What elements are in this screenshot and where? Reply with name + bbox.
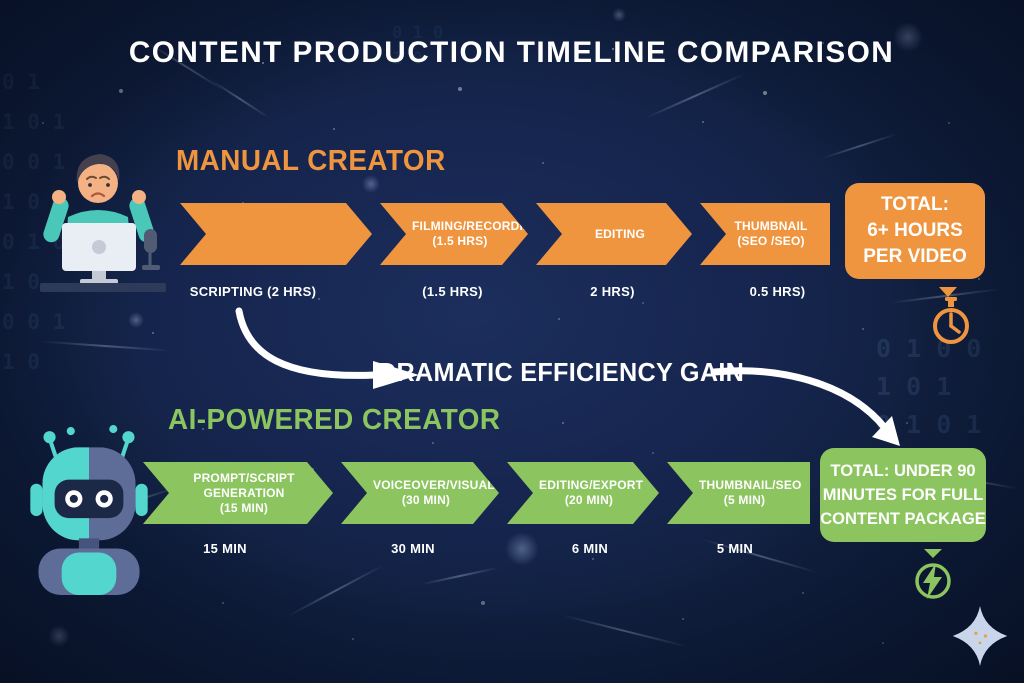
manual-total-line2: 6+ HOURS <box>867 220 963 241</box>
stressed-creator-illustration <box>40 154 166 292</box>
ai-powered-creator-heading: AI-POWERED CREATOR <box>168 404 501 436</box>
step-sublabel: (SEO /SEO) <box>737 234 805 248</box>
step-label: THUMBNAIL/SEO <box>699 478 802 492</box>
glow-dot <box>128 312 144 328</box>
step-label: VOICEOVER/VISUALS <box>373 478 504 492</box>
step-sublabel: (20 MIN) <box>564 493 614 507</box>
manual-step-4-text: THUMBNAIL (SEO /SEO) <box>700 203 830 265</box>
ai-step-1-duration: 15 MIN <box>203 541 247 556</box>
ai-step-4-text: THUMBNAIL/SEO (5 MIN) <box>667 462 810 524</box>
curved-arrow-right <box>710 367 900 446</box>
step-label: FILMING/RECORDING <box>412 219 542 233</box>
stopwatch-icon <box>933 297 969 344</box>
step-sublabel: (15 MIN) <box>219 500 269 515</box>
warp-streak <box>285 564 385 618</box>
manual-step-2-text: FILMING/RECORDING (1.5 HRS) <box>380 203 528 265</box>
warp-streak <box>644 72 746 120</box>
manual-step-4-chevron: THUMBNAIL (SEO /SEO) <box>700 203 830 265</box>
ai-step-3-duration: 6 MIN <box>571 541 609 556</box>
manual-step-4-duration: 0.5 HRS) <box>749 284 806 299</box>
ai-total-box: TOTAL: UNDER 90 MINUTES FOR FULL CONTENT… <box>820 448 986 542</box>
step-sublabel: (30 MIN) <box>401 493 451 507</box>
robot-illustration <box>30 425 148 595</box>
title-bar: CONTENT PRODUCTION TIMELINE COMPARISON <box>0 36 1024 70</box>
page-title: CONTENT PRODUCTION TIMELINE COMPARISON <box>129 36 895 69</box>
manual-step-2-chevron: FILMING/RECORDING (1.5 HRS) <box>380 203 528 265</box>
step-label: THUMBNAIL <box>734 219 808 233</box>
step-label: EDITING <box>594 226 646 241</box>
manual-total-line1: TOTAL: <box>881 194 949 215</box>
ai-total-line3: CONTENT PACKAGE <box>820 510 986 528</box>
lightning-bolt-icon <box>915 563 951 599</box>
manual-step-3-duration: 2 HRS) <box>590 284 635 299</box>
warp-streak <box>561 614 689 648</box>
manual-total-line3: PER VIDEO <box>863 246 967 267</box>
manual-creator-heading: MANUAL CREATOR <box>176 145 446 177</box>
starfield-background <box>0 0 2 2</box>
warp-streak <box>821 132 899 160</box>
step-label: EDITING/EXPORT <box>539 478 644 492</box>
ai-total-line1: TOTAL: UNDER 90 <box>830 462 976 480</box>
pointer-triangle-orange <box>939 287 957 297</box>
ai-step-4-duration: 5 MIN <box>716 541 754 556</box>
glow-dot <box>48 625 70 647</box>
ai-step-3-text: EDITING/EXPORT (20 MIN) <box>507 462 659 524</box>
step-sublabel: (5 MIN) <box>723 493 766 507</box>
manual-step-1-duration: SCRIPTING (2 HRS) <box>189 284 317 299</box>
ai-step-4-chevron: THUMBNAIL/SEO (5 MIN) <box>667 462 810 524</box>
ai-step-2-chevron: VOICEOVER/VISUALS (30 MIN) <box>341 462 499 524</box>
ai-step-3-chevron: EDITING/EXPORT (20 MIN) <box>507 462 659 524</box>
ai-step-1-chevron: PROMPT/SCRIPT GENERATION (15 MIN) <box>143 462 333 524</box>
efficiency-gain-label: DRAMATIC EFFICIENCY GAIN <box>378 357 745 387</box>
manual-step-3-chevron: EDITING <box>536 203 692 265</box>
ai-step-1-text: PROMPT/SCRIPT GENERATION (15 MIN) <box>143 462 333 524</box>
manual-step-2-duration: (1.5 HRS) <box>422 284 483 299</box>
manual-step-3-text: EDITING <box>536 203 692 265</box>
pointer-triangle-green <box>924 549 942 558</box>
glow-dot <box>612 8 626 22</box>
step-sublabel: (1.5 HRS) <box>432 234 488 248</box>
warp-streak <box>420 566 500 586</box>
manual-step-1-chevron <box>180 203 372 265</box>
ai-step-2-text: VOICEOVER/VISUALS (30 MIN) <box>341 462 499 524</box>
ai-total-line2: MINUTES FOR FULL <box>822 486 984 504</box>
curved-arrow-left <box>235 307 419 389</box>
sparkle-icon <box>952 606 1008 666</box>
step-label: PROMPT/SCRIPT GENERATION <box>193 470 295 500</box>
manual-total-box: TOTAL: 6+ HOURS PER VIDEO <box>845 183 985 279</box>
warp-streak <box>210 79 270 119</box>
ai-step-2-duration: 30 MIN <box>391 541 435 556</box>
manual-step-1-text <box>180 203 372 265</box>
warp-streak <box>40 340 170 352</box>
